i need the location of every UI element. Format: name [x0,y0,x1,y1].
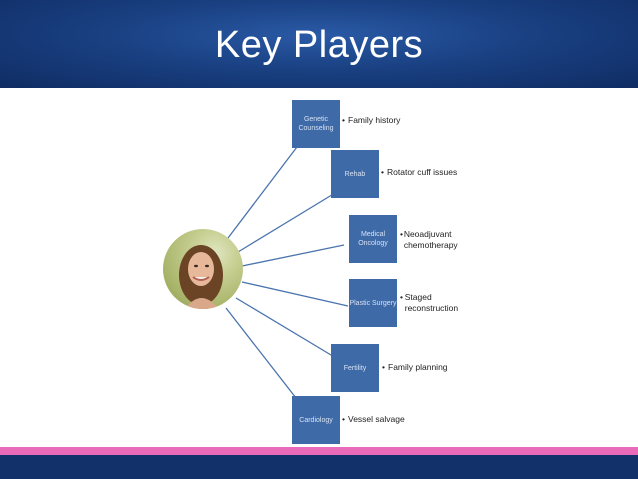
connector-line [227,142,301,239]
bullet-dot: • [342,115,345,125]
node-cardiology: Cardiology [292,396,340,444]
bullet-dot: • [381,167,384,177]
node-genetic-counseling: Genetic Counseling [292,100,340,148]
bullet-plastic-surgery: •Staged reconstruction [400,292,470,314]
bullet-text: Rotator cuff issues [387,167,458,177]
node-medical-oncology: Medical Oncology [349,215,397,263]
bullet-text: Vessel salvage [348,414,405,424]
bullet-genetic-counseling: •Family history [342,115,400,126]
node-label: Medical Oncology [358,231,388,247]
bullet-dot: • [400,229,403,239]
node-label: Cardiology [299,416,333,424]
node-rehab: Rehab [331,150,379,198]
patient-avatar [163,229,243,309]
node-label: Genetic Counseling [298,116,334,132]
bullet-dot: • [400,292,403,302]
bullet-text: Family history [348,115,401,125]
title-bar [0,0,638,88]
node-label: Rehab [344,170,366,178]
accent-stripe [0,447,638,455]
bullet-rehab: •Rotator cuff issues [381,167,457,178]
node-plastic-surgery: Plastic Surgery [349,279,397,327]
connector-line [241,281,349,307]
connector-line [241,244,345,267]
slide-title: Key Players [214,24,424,66]
bullet-dot: • [382,362,385,372]
bullet-dot: • [342,414,345,424]
bullet-text: Staged reconstruction [404,292,459,313]
node-label: Plastic Surgery [349,299,397,307]
bullet-text: Family planning [388,362,448,372]
node-fertility: Fertility [331,344,379,392]
footer-band [0,455,638,479]
bullet-cardiology: •Vessel salvage [342,414,405,425]
connector-line [237,189,341,253]
bullet-medical-oncology: •Neoadjuvant chemotherapy [400,229,470,251]
node-label: Fertility [343,364,367,372]
bullet-text: Neoadjuvant chemotherapy [403,229,458,250]
connector-line [235,297,337,359]
bullet-fertility: •Family planning [382,362,448,373]
connector-line [225,307,297,399]
